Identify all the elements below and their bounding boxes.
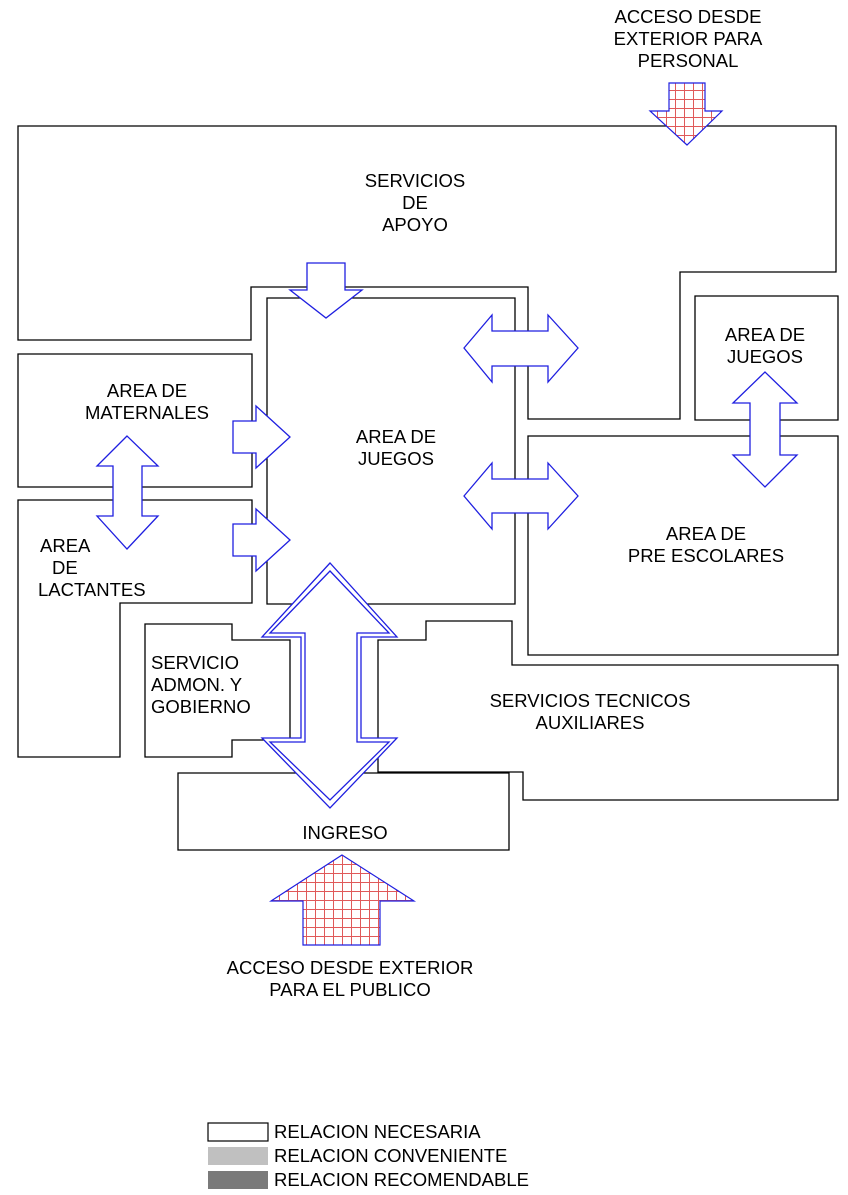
label-area-de-juegos-derecha: AREA DE JUEGOS [724,324,806,367]
arrow-juegos-apoyo-double [463,313,579,384]
label-area-de-juegos-central: AREA DE JUEGOS [355,426,437,469]
legend-row-recomendable: RELACION RECOMENDABLE [274,1169,529,1191]
label-servicios-de-apoyo: SERVICIOS DE APOYO [364,170,466,235]
legend-swatch-conveniente [208,1147,268,1165]
zone-area-de-pre-escolares [527,435,839,656]
arrow-juegos-preescolares-vertical-double [731,371,799,488]
arrow-maternales-to-juegos [232,404,291,470]
arrow-juegos-ingreso-inner [268,570,391,801]
arrow-maternales-lactantes-double [95,435,160,550]
legend-label-necesaria: RELACION NECESARIA [274,1121,481,1142]
label-ingreso: INGRESO [302,822,388,843]
label-area-de-lactantes: AREA DE LACTANTES [38,535,146,600]
label-servicio-admon-gobierno: SERVICIO ADMON. Y GOBIERNO [151,652,251,717]
legend-label-conveniente: RELACION CONVENIENTE [274,1145,508,1166]
arrow-juegos-preescolares-double [463,461,579,531]
label-servicios-tecnicos-auxiliares: SERVICIOS TECNICOS AUXILIARES [489,690,691,733]
legend-swatch-recomendable [208,1171,268,1189]
label-acceso-publico: ACCESO DESDE EXTERIOR PARA EL PUBLICO [226,957,474,1000]
label-area-de-pre-escolares: AREA DE PRE ESCOLARES [627,523,785,566]
label-acceso-personal: ACCESO DESDE EXTERIOR PARA PERSONAL [613,6,763,71]
access-personal-arrow [648,82,724,146]
legend-swatch-necesaria [207,1122,269,1142]
zone-area-de-maternales [17,353,253,488]
label-area-de-maternales: AREA DE MATERNALES [84,380,210,423]
zone-area-de-lactantes [17,499,253,758]
arrow-juegos-ingreso-double [260,562,399,809]
arrow-lactantes-to-juegos [232,507,291,573]
legend-row-necesaria: RELACION NECESARIA [274,1121,481,1143]
zone-area-de-juegos-derecha [694,295,839,421]
zone-servicios-tecnicos-auxiliares [377,620,839,801]
access-publico-arrow [268,854,417,946]
legend-label-recomendable: RELACION RECOMENDABLE [274,1169,529,1190]
legend-row-conveniente: RELACION CONVENIENTE [274,1145,507,1167]
zone-ingreso [177,772,510,851]
arrow-apoyo-to-juegos [288,262,364,319]
zone-servicios-de-apoyo [17,125,837,420]
zone-area-de-juegos-central [266,297,516,605]
